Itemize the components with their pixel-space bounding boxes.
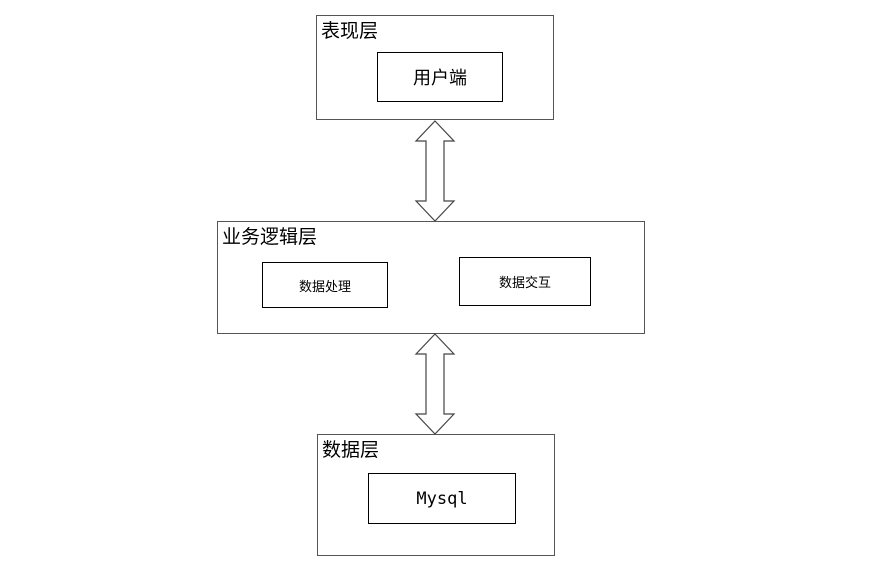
presentation-layer: 表现层 用户端 [316,15,554,120]
mysql-box: Mysql [368,473,516,524]
logic-layer-title: 业务逻辑层 [222,226,318,248]
double-arrow-top [414,120,456,222]
data-processing-box: 数据处理 [262,262,388,308]
data-layer-title: 数据层 [322,439,380,461]
client-box: 用户端 [377,52,503,102]
data-layer: 数据层 Mysql [317,434,555,556]
logic-layer: 业务逻辑层 数据处理 数据交互 [217,221,645,334]
double-arrow-bottom [414,333,456,435]
data-interaction-box: 数据交互 [459,257,591,306]
presentation-layer-title: 表现层 [321,20,379,42]
